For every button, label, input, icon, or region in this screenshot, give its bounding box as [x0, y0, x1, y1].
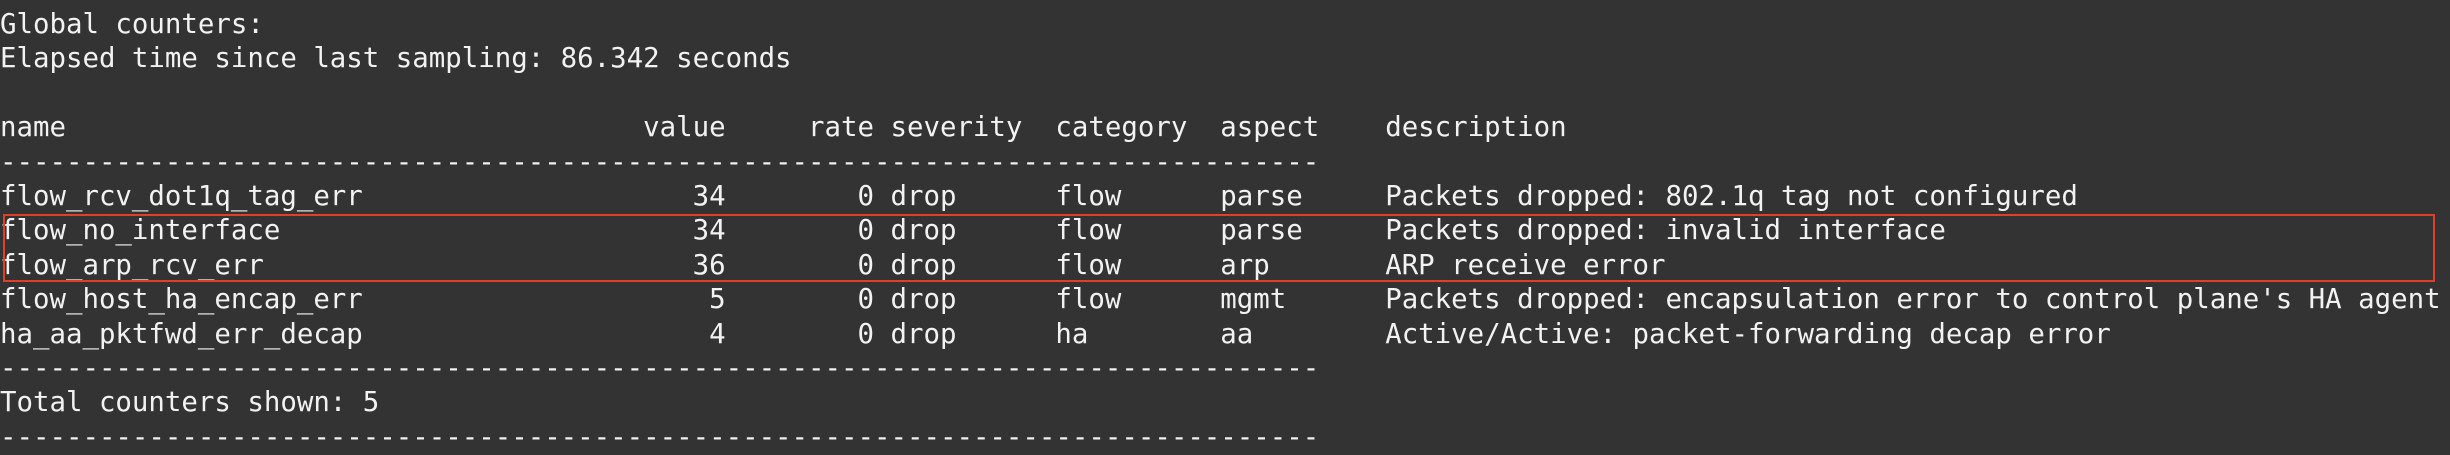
cell-aspect: arp — [1220, 249, 1270, 281]
elapsed-line: Elapsed time since last sampling: 86.342… — [0, 43, 792, 75]
cell-name: flow_arp_rcv_err — [0, 249, 264, 281]
cell-category: flow — [1055, 284, 1122, 316]
column-header: name value rate severity category aspect… — [0, 111, 2450, 145]
table-row: ha_aa_pktfwd_err_decap 4 0 drop ha aa Active/A… — [0, 318, 2450, 352]
cell-value: 34 — [692, 215, 726, 247]
cell-severity: drop — [890, 215, 957, 247]
cell-aspect: parse — [1220, 215, 1303, 247]
table-row: flow_rcv_dot1q_tag_err 34 0 drop flow parse Pa… — [0, 180, 2450, 214]
table-row: flow_no_interface 34 0 drop flow parse Packets… — [0, 214, 2450, 248]
total-line: Total counters shown: 5 — [0, 387, 380, 419]
separator: ----------------------------------------… — [0, 353, 1320, 384]
cell-description: Packets dropped: encapsulation error to … — [1385, 284, 2441, 316]
table-row: flow_host_ha_encap_err 5 0 drop flow mgmt Pack… — [0, 283, 2450, 317]
cell-description: ARP receive error — [1385, 249, 1666, 281]
cell-name: flow_host_ha_encap_err — [0, 284, 363, 316]
cell-aspect: mgmt — [1220, 284, 1287, 316]
cell-value: 36 — [692, 249, 726, 281]
col-description: description — [1385, 112, 1567, 144]
cell-rate: 0 — [857, 284, 874, 316]
cell-category: flow — [1055, 215, 1122, 247]
cell-name: ha_aa_pktfwd_err_decap — [0, 318, 363, 350]
cell-severity: drop — [890, 318, 957, 350]
cell-value: 5 — [709, 284, 726, 316]
cell-name: flow_no_interface — [0, 215, 281, 247]
cell-category: ha — [1055, 318, 1089, 350]
title-line: Global counters: — [0, 9, 264, 40]
cell-aspect: aa — [1220, 318, 1254, 350]
col-rate: rate — [808, 112, 874, 144]
cell-description: Packets dropped: invalid interface — [1385, 215, 1946, 247]
separator: ----------------------------------------… — [0, 421, 1320, 453]
cell-category: flow — [1055, 249, 1122, 281]
table-row: flow_arp_rcv_err 36 0 drop flow arp ARP receiv… — [0, 249, 2450, 283]
cell-rate: 0 — [857, 215, 874, 247]
col-value: value — [643, 112, 726, 144]
col-severity: severity — [890, 112, 1023, 144]
cell-description: Active/Active: packet-forwarding decap e… — [1385, 318, 2111, 350]
cell-severity: drop — [890, 249, 957, 281]
cell-severity: drop — [890, 284, 957, 316]
cell-value: 4 — [709, 318, 726, 350]
cell-category: flow — [1055, 181, 1122, 212]
cell-rate: 0 — [857, 318, 874, 350]
separator: ----------------------------------------… — [0, 146, 1320, 178]
cell-aspect: parse — [1220, 181, 1303, 212]
col-category: category — [1055, 112, 1188, 144]
highlight-box — [3, 214, 2435, 282]
cell-description: Packets dropped: 802.1q tag not configur… — [1385, 181, 2078, 212]
cell-name: flow_rcv_dot1q_tag_err — [0, 181, 363, 212]
cell-severity: drop — [890, 181, 957, 212]
cell-value: 34 — [692, 181, 726, 212]
cell-rate: 0 — [857, 249, 874, 281]
col-name: name — [0, 112, 66, 144]
cell-rate: 0 — [857, 181, 874, 212]
col-aspect: aspect — [1220, 112, 1320, 144]
